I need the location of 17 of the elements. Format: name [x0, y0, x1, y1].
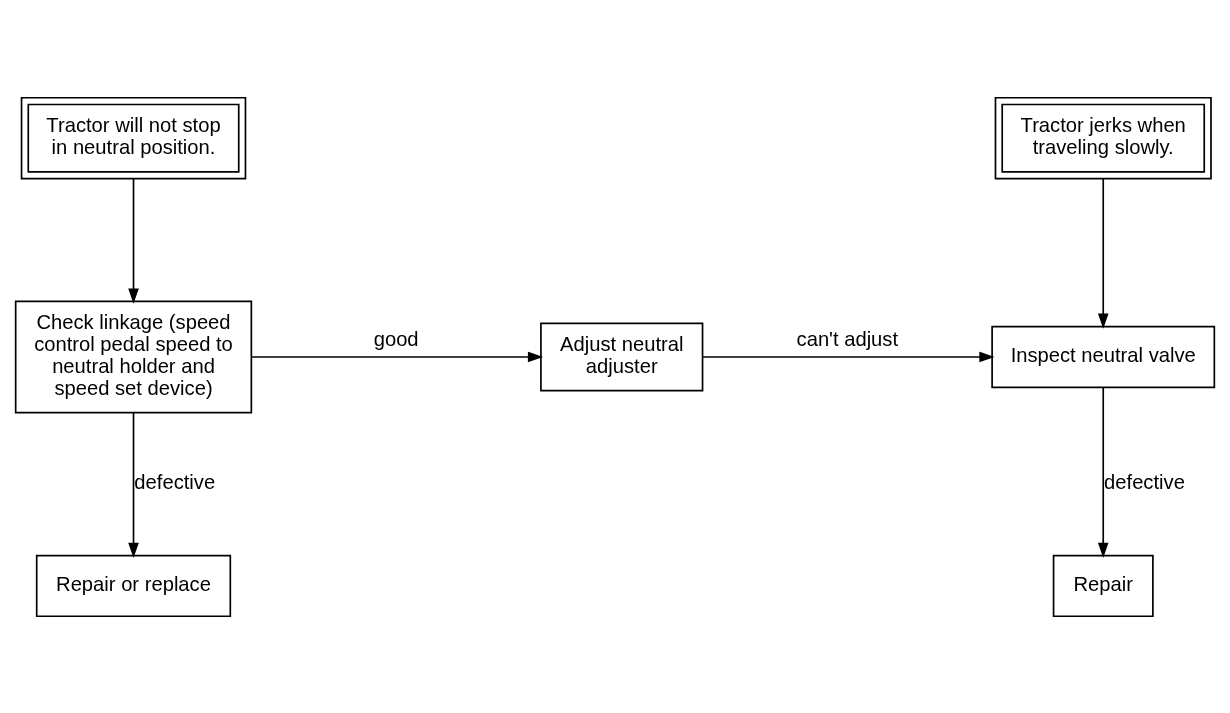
node-box: Adjust neutral adjuster: [540, 322, 704, 391]
arrow: [250, 351, 544, 362]
arrow: [1097, 177, 1109, 329]
arrow: [128, 411, 139, 558]
node-box: Repair or replace: [35, 554, 232, 617]
edge-label: defective: [134, 470, 216, 493]
node-box: Repair: [1052, 554, 1154, 617]
edge-label: can't adjust: [796, 327, 899, 350]
edge-label: good: [373, 327, 419, 350]
arrow: [128, 177, 139, 304]
node-box: Tractor will not stop in neutral position.: [20, 96, 247, 179]
arrow: [1097, 386, 1109, 558]
node-box: Tractor jerks when traveling slowly.: [994, 96, 1212, 179]
arrow: [702, 351, 995, 362]
node-box: Check linkage (speed control pedal speed to neutral holder and speed set device): [14, 300, 253, 413]
node-box: Inspect neutral valve: [991, 325, 1216, 388]
edge-label: defective: [1104, 470, 1185, 493]
